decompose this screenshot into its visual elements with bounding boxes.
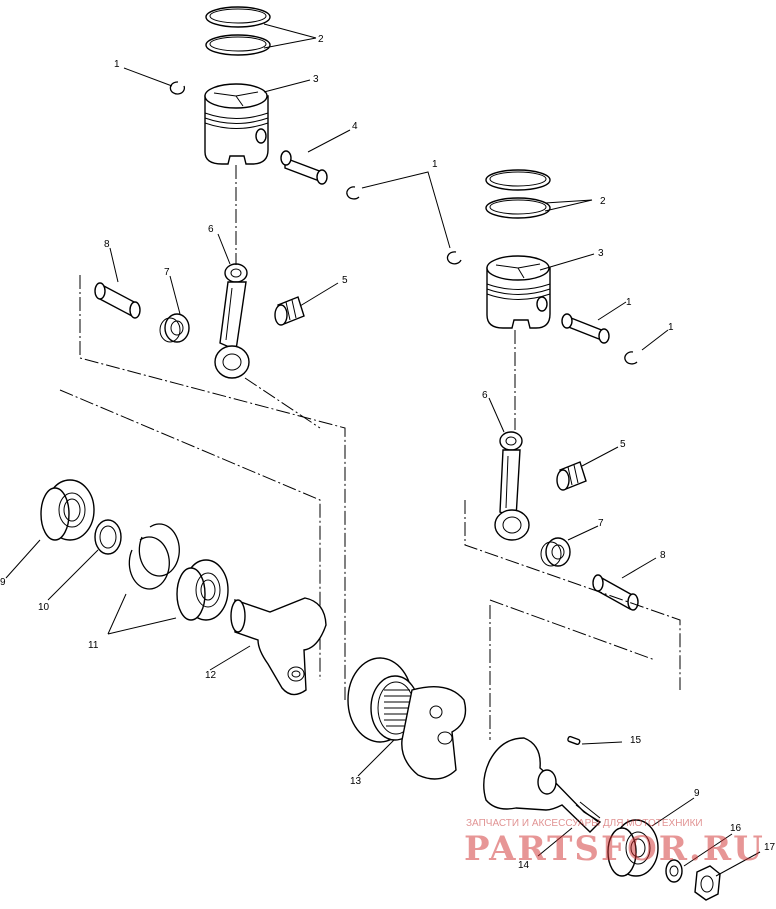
needle-bearing-right [556,461,587,491]
main-bearing-left-inner [176,559,229,621]
callout-3-piston-left: 3 [313,74,319,85]
centerline-right-2 [464,500,681,690]
leader-line-1 [361,171,451,249]
callout-15-key: 15 [630,735,642,746]
callout-13-crank-center: 13 [350,776,362,787]
bearing-7-right [540,537,571,567]
connecting-rod-right [494,431,530,541]
callout-8-pin-right: 8 [660,550,666,561]
watermark-site: PARTSFOR.RU [464,829,765,869]
center-crank-13 [347,657,467,780]
key-15 [567,735,581,746]
centerline-right-3 [489,599,656,661]
callout-6-rod-left: 6 [208,224,214,235]
crank-pin-right [592,574,639,611]
washer-16 [665,859,683,883]
piston-right [486,255,551,329]
callout-11-snap-rings: 11 [88,640,99,651]
callout-9-bearing-left: 9 [0,577,6,588]
piston-pin-left [280,150,328,185]
main-bearing-9-left [40,479,95,541]
callout-4-pin-left: 4 [352,121,358,132]
piston-ring-bottom-right [485,197,551,219]
callout-1-clip-middle: 1 [432,159,438,170]
watermark-tagline: ЗАПЧАСТИ И АКСЕССУАРЫ ДЛЯ МОТОТЕХНИКИ [466,818,703,829]
piston-left [204,83,269,165]
callout-7-bearing-right: 7 [598,518,604,529]
callout-17-nut: 17 [764,842,776,853]
callout-9-bearing-right: 9 [694,788,700,799]
callout-2-rings-left: 2 [318,34,324,45]
callout-16-washer: 16 [730,823,742,834]
connecting-rod-left [214,263,250,379]
crankshaft-half-12 [230,597,327,696]
shim-washer-10 [94,519,122,555]
callout-10-washer: 10 [38,602,50,613]
piston-pin-right [561,313,610,344]
callout-1-clip-right: 1 [668,322,674,333]
piston-ring-top-left [205,6,271,28]
centerline-left-2 [79,275,346,700]
piston-ring-top-right [485,169,551,191]
callout-5-needle-right: 5 [620,439,626,450]
bearing-7-left [159,313,190,343]
callout-8-pin-left: 8 [104,239,110,250]
callout-2-rings-right: 2 [600,196,606,207]
callout-1-circlip-left: 1 [114,59,120,70]
piston-ring-bottom-left [205,34,271,56]
nut-17 [694,865,721,901]
callout-1-pin-right: 1 [626,297,632,308]
snap-rings-11 [128,523,180,590]
callout-12-crank-left: 12 [205,670,217,681]
callout-7-bearing-left: 7 [164,267,170,278]
callout-3-piston-right: 3 [598,248,604,259]
main-bearing-9-right [607,819,659,877]
crankshaft-half-14 [483,737,602,833]
circlip-right-top [446,251,462,265]
centerline-left-3 [244,377,321,429]
callout-6-rod-right: 6 [482,390,488,401]
circlip-right-bottom [624,351,638,365]
needle-bearing-left [274,296,305,326]
callout-5-needle-left: 5 [342,275,348,286]
circlip-left-top [169,81,186,95]
circlip-left-bottom [346,186,360,200]
callout-14-crank-right: 14 [518,860,530,871]
crank-pin-left [94,282,141,319]
leader-lines [5,23,761,877]
